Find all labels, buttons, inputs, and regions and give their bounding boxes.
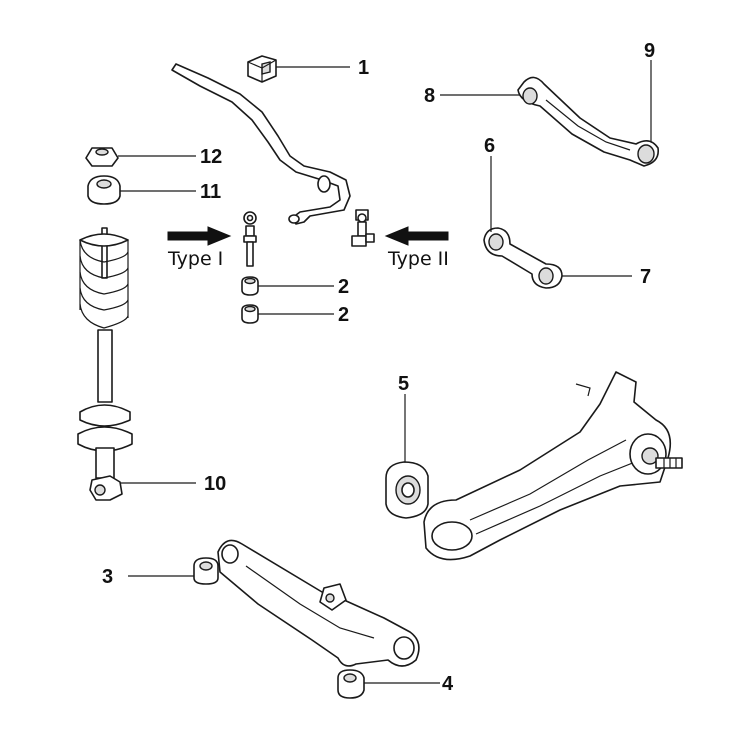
callout-3: 3: [102, 566, 113, 588]
upper-arm: [517, 76, 660, 167]
type-one-label: Type I: [167, 248, 223, 270]
callout-7: 7: [640, 266, 651, 288]
trailing-arm: [423, 371, 683, 561]
link-bushing-lower: [241, 304, 259, 324]
type-two-label: Type II: [387, 248, 449, 270]
callout-1: 1: [358, 57, 369, 79]
callout-4: 4: [442, 673, 454, 695]
link-bushing-upper: [241, 276, 259, 296]
callout-5: 5: [398, 373, 409, 395]
stabilizer-bar: [171, 63, 351, 225]
type-two-arrow: [384, 226, 449, 246]
callout-6: 6: [484, 135, 495, 157]
type-one-stabilizer-link: [243, 211, 257, 267]
callout-11: 11: [200, 181, 221, 203]
trailing-arm-bushing: [385, 461, 429, 519]
stabilizer-bushing: [247, 55, 277, 83]
callout-10: 10: [204, 473, 226, 495]
lateral-link: [483, 227, 563, 289]
callout-8: 8: [424, 85, 435, 107]
cushion-11: [87, 175, 121, 205]
callout-2-lower: 2: [338, 304, 349, 326]
callout-9: 9: [644, 40, 655, 62]
nut-12: [85, 147, 119, 167]
type-two-stabilizer-link: [351, 209, 375, 247]
callout-2-upper: 2: [338, 276, 349, 298]
callout-12: 12: [200, 146, 222, 168]
shock-absorber: [77, 227, 133, 501]
lower-arm-bushing: [337, 669, 365, 699]
lower-arm: [193, 539, 420, 667]
type-one-arrow: [167, 226, 232, 246]
